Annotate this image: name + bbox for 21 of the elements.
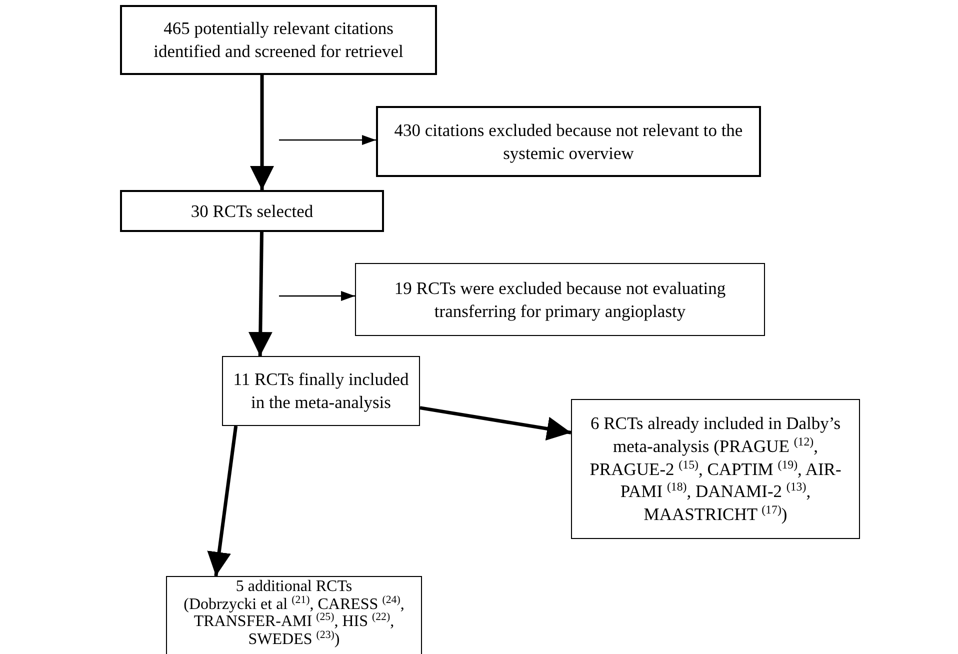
arrow xyxy=(279,290,355,301)
box-text: 430 citations excluded because not relevant to the systemic overview xyxy=(393,118,744,164)
arrow xyxy=(248,232,272,356)
flow-box xyxy=(222,356,420,426)
arrow xyxy=(250,75,274,190)
box-text: 19 RCTs were excluded because not evaluating transferring for primary angioplasty xyxy=(393,276,727,322)
arrow xyxy=(279,135,376,146)
flow-box xyxy=(120,190,384,232)
flow-box xyxy=(166,576,422,654)
flow-box xyxy=(120,5,437,75)
box-text: (Dobrzycki et al $^{(21)}$, CARESS $^{(24)}$, TRANSFER-AMI $^{(25)}$, HIS $^{(22)}$, SWEDES $^{(23)}$) xyxy=(182,596,406,648)
box-text: 465 potentially relevant citations identified and screened for retrievel xyxy=(152,17,404,63)
flow-box xyxy=(376,106,761,177)
arrow xyxy=(207,426,238,576)
box-text: 5 additional RCTs xyxy=(236,578,352,596)
box-text: 6 RCTs already included in Dalby’s meta-analysis (PRAGUE $^{(12)}$, PRAGUE-2 $^{(15)}$, CAPTIM $^{(19)}$, AIR-PAMI $^{(18)}$, DANAMI-2 $^{(13)}$, MAASTRICHT $^{(17)}$) xyxy=(588,412,842,526)
arrow xyxy=(420,406,572,441)
box-text: 11 RCTs finally included in the meta-analysis xyxy=(232,368,410,414)
flow-box xyxy=(571,399,860,539)
flow-box xyxy=(355,263,765,336)
box-text: 30 RCTs selected xyxy=(190,200,314,222)
